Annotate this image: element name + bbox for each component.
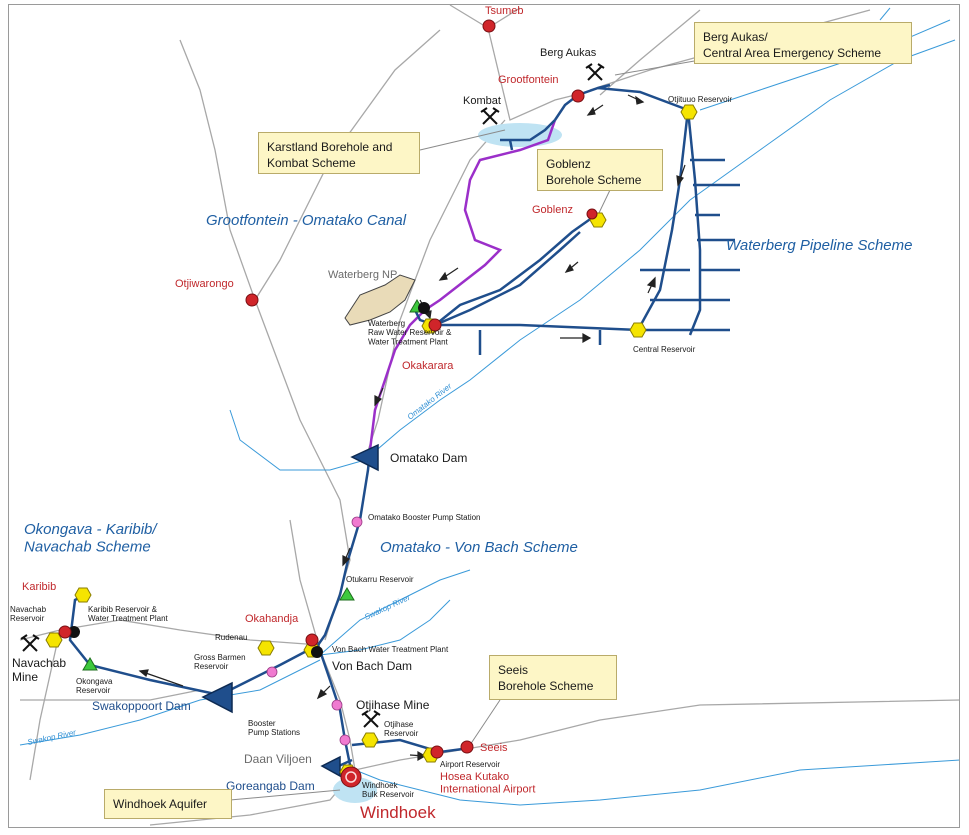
otukarru-reservoir-icon bbox=[339, 587, 355, 601]
otjiwarongo-dot bbox=[245, 293, 259, 307]
label-scheme-okongava: Okongava - Karibib/Navachab Scheme bbox=[24, 521, 158, 555]
grootfontein-omatako-canal bbox=[368, 119, 557, 451]
label-grootfontein: Grootfontein bbox=[498, 74, 559, 86]
booster-pump-2-icon bbox=[339, 734, 351, 746]
dams bbox=[201, 443, 379, 778]
labels: Tsumeb Grootfontein Goblenz Otjiwarongo … bbox=[10, 5, 913, 822]
label-airport-reservoir: Airport Reservoir bbox=[440, 760, 500, 769]
goreangab-dam-icon bbox=[320, 755, 341, 778]
label-otukarru: Otukarru Reservoir bbox=[346, 575, 414, 584]
label-omatako-booster: Omatako Booster Pump Station bbox=[368, 513, 481, 522]
label-berg-aukas: Berg Aukas bbox=[540, 47, 597, 59]
goblenz-dot bbox=[586, 208, 598, 220]
tsumeb-dot bbox=[482, 19, 496, 33]
label-daan-viljoen: Daan Viljoen bbox=[244, 752, 312, 766]
label-kombat: Kombat bbox=[463, 95, 501, 107]
airport-dot bbox=[430, 745, 444, 759]
label-omatako-river: Omatako River bbox=[406, 381, 454, 421]
label-swakop-river-upper: Swakop River bbox=[363, 593, 412, 622]
label-otjituuo: Otjituuo Reservoir bbox=[668, 95, 732, 104]
otjihase-reservoir-icon bbox=[361, 732, 379, 748]
waterberg-np-area bbox=[344, 274, 416, 326]
okongava-reservoir-icon bbox=[82, 657, 98, 671]
callout-berg-aukas: Berg Aukas/Central Area Emergency Scheme bbox=[694, 22, 912, 64]
label-rudenau: Rudenau bbox=[215, 633, 247, 642]
swakoppoort-dam-icon bbox=[201, 681, 233, 714]
windhoek-marker bbox=[340, 766, 362, 788]
label-goreangab-dam: Goreangab Dam bbox=[226, 779, 315, 793]
navachab-reservoir-icon bbox=[45, 632, 63, 648]
label-central-reservoir: Central Reservoir bbox=[633, 345, 696, 354]
label-swakop-river-lower: Swakop River bbox=[27, 728, 77, 747]
otjituuo-reservoir-icon bbox=[680, 104, 698, 120]
waterberg-plant-icon bbox=[418, 302, 430, 314]
kombat-wellfield-area bbox=[478, 123, 562, 147]
seeis-dot bbox=[460, 740, 474, 754]
rivers bbox=[19, 7, 961, 806]
kombat-mine-icon bbox=[480, 107, 500, 125]
mines bbox=[20, 63, 605, 728]
label-otjiwarongo: Otjiwarongo bbox=[175, 278, 234, 290]
label-otjihase-mine: Otjihase Mine bbox=[356, 698, 430, 712]
label-scheme-canal: Grootfontein - Omatako Canal bbox=[206, 212, 407, 229]
navachab-mine-icon bbox=[20, 634, 40, 652]
karibib-dot bbox=[58, 625, 72, 639]
callout-windhoek-aquifer: Windhoek Aquifer bbox=[104, 789, 232, 819]
label-waterberg-np: Waterberg NP bbox=[328, 269, 397, 281]
omatako-dam-icon bbox=[350, 443, 379, 472]
otjihase-mine-icon bbox=[361, 710, 381, 728]
rudenau-reservoir-icon bbox=[257, 640, 275, 656]
grootfontein-dot bbox=[571, 89, 585, 103]
booster-pump-1-icon bbox=[331, 699, 343, 711]
karibib-reservoir-icon bbox=[74, 587, 92, 603]
label-swakoppoort-dam: Swakoppoort Dam bbox=[92, 699, 191, 713]
berg-aukas-mine-icon bbox=[585, 63, 605, 81]
label-von-bach-plant: Von Bach Water Treatment Plant bbox=[332, 645, 449, 654]
label-omatako-dam: Omatako Dam bbox=[390, 451, 467, 465]
label-karibib: Karibib bbox=[22, 581, 56, 593]
central-reservoir-icon bbox=[629, 322, 647, 338]
callout-leaders bbox=[229, 59, 701, 801]
towns bbox=[58, 19, 598, 759]
green-reservoirs bbox=[82, 299, 425, 671]
von-bach-plant-icon bbox=[311, 646, 323, 658]
label-scheme-waterberg: Waterberg Pipeline Scheme bbox=[726, 237, 913, 254]
flow-arrows bbox=[138, 94, 686, 762]
label-goblenz: Goblenz bbox=[532, 204, 573, 216]
okahandja-dot bbox=[305, 633, 319, 647]
treatment-plants bbox=[68, 302, 430, 658]
label-von-bach-dam: Von Bach Dam bbox=[332, 659, 412, 673]
label-seeis: Seeis bbox=[480, 742, 508, 754]
pipelines bbox=[68, 83, 740, 776]
pump-stations bbox=[266, 516, 363, 746]
label-okakarara: Okakarara bbox=[402, 360, 454, 372]
label-tsumeb: Tsumeb bbox=[485, 5, 524, 17]
karibib-plant-icon bbox=[68, 626, 80, 638]
omatako-booster-icon bbox=[351, 516, 363, 528]
label-windhoek: Windhoek bbox=[360, 803, 436, 822]
label-okahandja: Okahandja bbox=[245, 613, 299, 625]
label-karibib-reservoir: Karibib Reservoir &Water Treatment Plant bbox=[88, 605, 169, 623]
gross-barmen-pump-icon bbox=[266, 666, 278, 678]
okakarara-dot bbox=[428, 318, 442, 332]
label-scheme-omatako-vonbach: Omatako - Von Bach Scheme bbox=[380, 539, 578, 556]
